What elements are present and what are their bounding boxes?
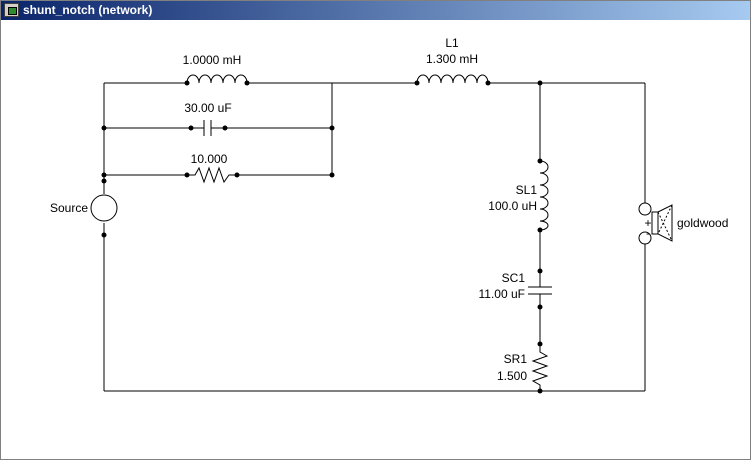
speaker-label: goldwood xyxy=(677,216,728,230)
shunt-capacitor-name: SC1 xyxy=(502,271,526,285)
shunt-capacitor-value: 11.00 uF xyxy=(479,287,525,301)
shunt-inductor-value: 100.0 uH xyxy=(488,199,537,213)
shunt-resistor-sr1[interactable] xyxy=(531,346,549,391)
schematic-svg: 1.0000 mH 30.00 uF 10.000 xyxy=(50,36,728,394)
parallel-capacitor-value: 30.00 uF xyxy=(184,101,231,115)
shunt-inductor-sl1[interactable] xyxy=(539,160,549,231)
shunt-resistor-name: SR1 xyxy=(504,352,528,366)
app-icon[interactable] xyxy=(4,3,19,17)
speaker-goldwood[interactable] xyxy=(638,202,673,245)
speaker-plus-sign: + xyxy=(644,216,651,230)
parallel-resistor-value: 10.000 xyxy=(191,152,228,166)
wires xyxy=(103,82,646,392)
shunt-inductor-name: SL1 xyxy=(516,183,538,197)
parallel-resistor[interactable] xyxy=(187,166,237,184)
series-inductor-value: 1.300 mH xyxy=(426,52,478,66)
parallel-inductor[interactable] xyxy=(186,74,248,84)
source-symbol[interactable] xyxy=(90,194,118,222)
schematic-canvas[interactable]: 1.0000 mH 30.00 uF 10.000 xyxy=(1,20,750,459)
junction-dots xyxy=(101,80,543,394)
shunt-capacitor-sc1[interactable] xyxy=(528,286,552,295)
parallel-inductor-value: 1.0000 mH xyxy=(183,53,242,67)
title-bar[interactable]: shunt_notch (network) xyxy=(1,1,750,20)
window-title: shunt_notch (network) xyxy=(23,3,153,17)
parallel-capacitor[interactable] xyxy=(191,120,225,136)
shunt-resistor-value: 1.500 xyxy=(497,369,527,383)
series-inductor-name: L1 xyxy=(445,36,459,50)
source-label: Source xyxy=(50,201,88,215)
series-inductor-l1[interactable] xyxy=(416,74,489,84)
speaker-minus-sign: - xyxy=(646,226,650,240)
